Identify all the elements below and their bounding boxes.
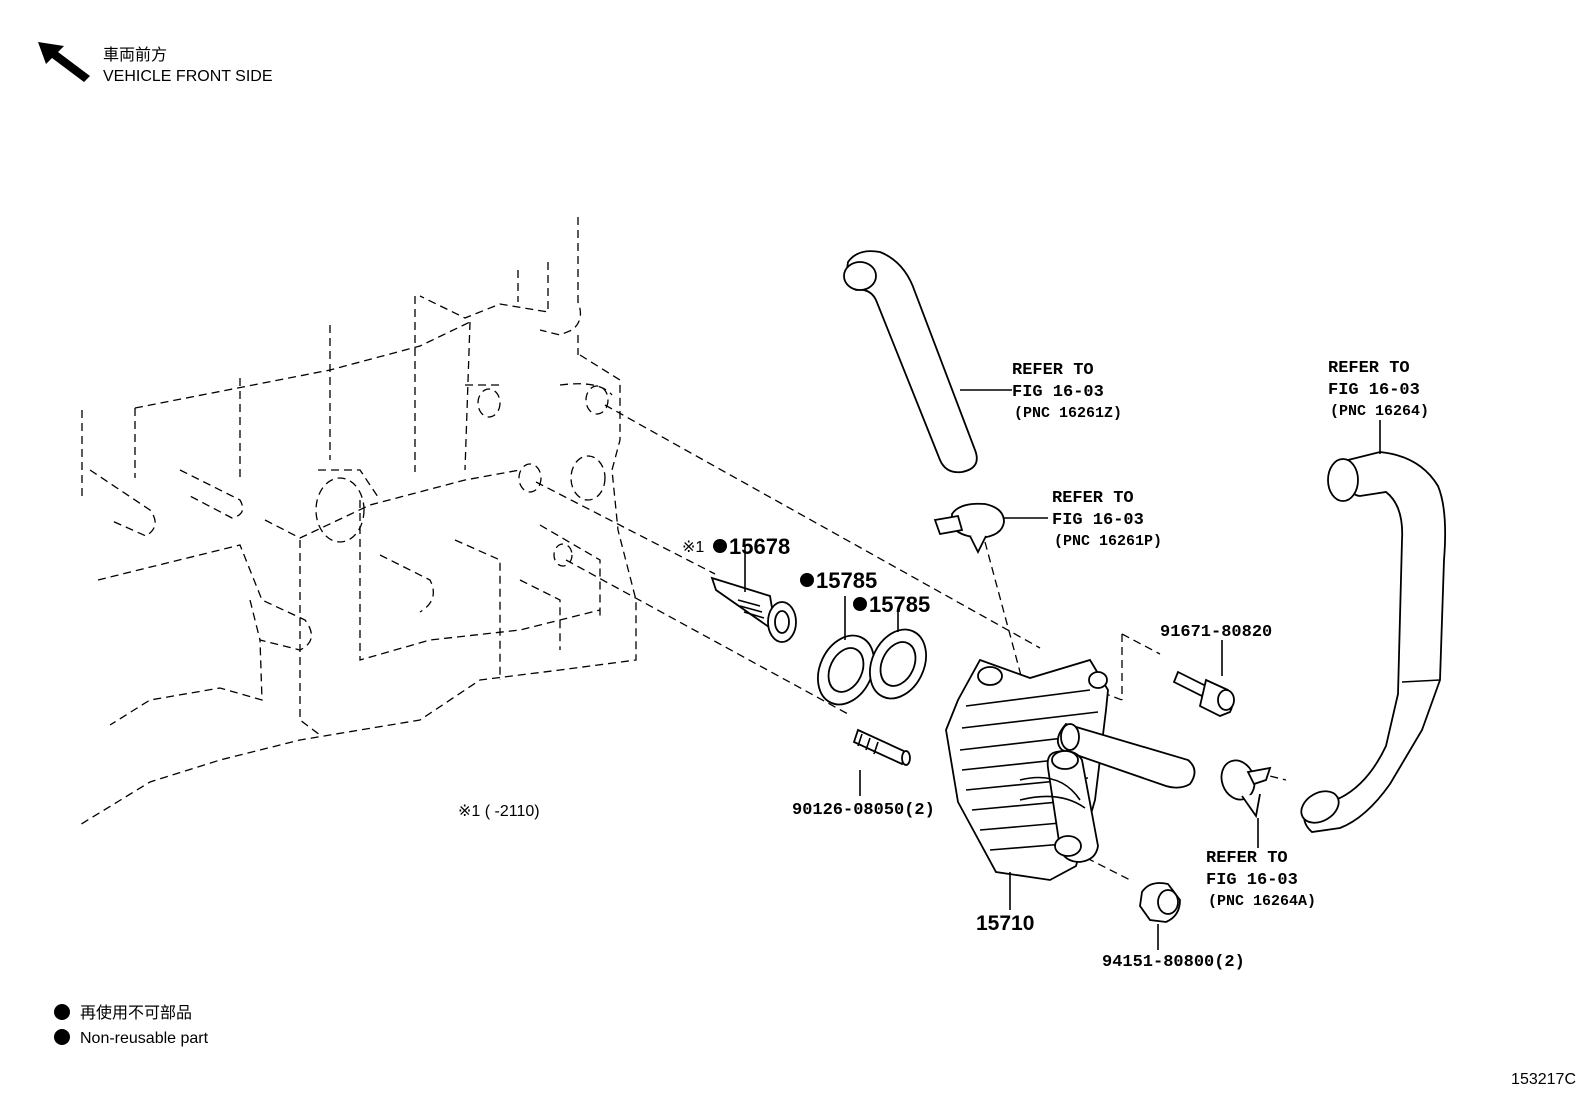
gasket-15785-b xyxy=(869,612,927,700)
refer-clamp-upper-line3: (PNC 16261P) xyxy=(1054,533,1162,550)
legend-dot-icon xyxy=(54,1029,70,1045)
refer-hose-right-line2: FIG 16-03 xyxy=(1328,381,1420,400)
vehicle-front-arrow-icon xyxy=(38,42,90,82)
right-hose xyxy=(1300,420,1447,833)
vehicle-front-en: VEHICLE FRONT SIDE xyxy=(103,68,273,85)
part-94151-label: 94151-80800(2) xyxy=(1102,953,1245,972)
part-90126-label: 90126-08050(2) xyxy=(792,801,935,820)
legend-dot-icon xyxy=(54,1004,70,1020)
refer-clamp-upper-line1: REFER TO xyxy=(1052,489,1134,508)
refer-hose-right-line3: (PNC 16264) xyxy=(1330,403,1429,420)
refer-clamp-lower-line1: REFER TO xyxy=(1206,849,1288,868)
lower-clamp xyxy=(1220,759,1272,848)
legend-en: Non-reusable part xyxy=(80,1030,209,1047)
refer-hose-right-line1: REFER TO xyxy=(1328,359,1410,378)
non-reusable-dot-icon xyxy=(853,597,867,611)
non-reusable-dot-icon xyxy=(713,539,727,553)
figure-id: 153217C xyxy=(1511,1071,1576,1088)
upper-hose xyxy=(843,250,1012,474)
non-reusable-dot-icon xyxy=(800,573,814,587)
oil-seal-15678 xyxy=(710,546,797,643)
refer-hose-upper-line1: REFER TO xyxy=(1012,361,1094,380)
refer-clamp-upper-line2: FIG 16-03 xyxy=(1052,511,1144,530)
part-15710-label: 15710 xyxy=(976,912,1034,935)
refer-clamp-lower-line2: FIG 16-03 xyxy=(1206,871,1298,890)
refer-hose-upper-line2: FIG 16-03 xyxy=(1012,383,1104,402)
part-15678-label: 15678 xyxy=(729,534,790,559)
vehicle-front-jp: 車両前方 xyxy=(103,46,167,64)
part-15785-a-label: 15785 xyxy=(816,568,877,593)
nut-94151 xyxy=(1139,882,1181,950)
oil-cooler-15710 xyxy=(945,658,1196,910)
refer-hose-upper-line3: (PNC 16261Z) xyxy=(1014,405,1122,422)
upper-clamp xyxy=(933,502,1048,555)
part-15785-b-label: 15785 xyxy=(869,592,930,617)
engine-block-outline xyxy=(77,217,637,827)
stud-90126 xyxy=(852,728,911,796)
refer-clamp-lower-line3: (PNC 16264A) xyxy=(1208,893,1316,910)
bolt-91671 xyxy=(1172,640,1235,717)
legend-jp: 再使用不可部品 xyxy=(80,1004,192,1022)
part-91671-label: 91671-80820 xyxy=(1160,623,1272,642)
part-15678-prefix: ※1 xyxy=(682,539,704,556)
footnote: ※1 ( -2110) xyxy=(458,803,540,820)
gasket-15785-a xyxy=(817,596,875,706)
